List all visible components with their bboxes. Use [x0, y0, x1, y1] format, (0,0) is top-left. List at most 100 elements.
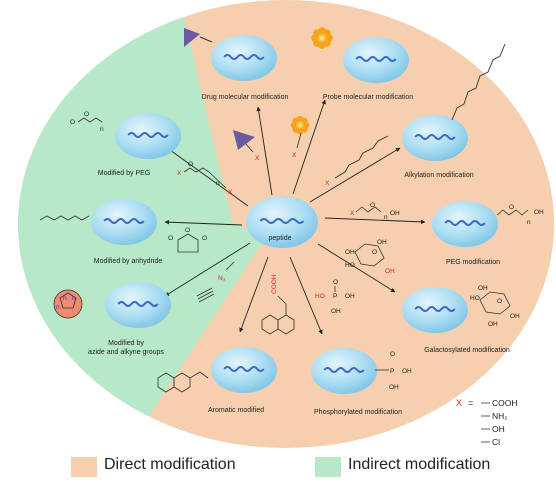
- peptide-wave: [223, 366, 265, 372]
- svg-text:OH: OH: [345, 249, 355, 256]
- peptide-wave: [259, 218, 305, 224]
- x-drug: X: [255, 155, 260, 162]
- probe-flower-icon: [311, 27, 333, 49]
- x-key-item: COOH: [492, 398, 518, 408]
- svg-text:O: O: [70, 119, 75, 126]
- peptide-wave: [355, 56, 397, 62]
- anhydride-label: Modified by anhydride: [94, 258, 163, 265]
- svg-text:O: O: [84, 111, 89, 118]
- phosphate-on-bubble: P O OH OH: [375, 351, 412, 391]
- naphthyl-acetic-acid: [261, 295, 295, 335]
- x-probe: X: [292, 152, 297, 159]
- peptide-wave: [323, 367, 365, 373]
- peg-indirect-label: Modified by PEG: [98, 170, 151, 177]
- anhydride-alkyl-chain: [39, 215, 90, 221]
- azide-label-2: azide and alkyne groups: [88, 349, 164, 356]
- svg-text:n: n: [384, 214, 388, 221]
- peptide-wave: [414, 306, 456, 312]
- azide-alkyne-reagents: N₃: [196, 261, 235, 303]
- svg-text:O: O: [202, 235, 207, 242]
- svg-text:N₃: N₃: [218, 275, 226, 282]
- peptide-wave: [117, 301, 159, 307]
- x-key-item: Cl: [492, 437, 500, 447]
- peptide-wave: [444, 220, 486, 226]
- svg-text:OH: OH: [510, 313, 520, 320]
- phosphate-reagent: HO P O OH OH: [315, 279, 355, 315]
- svg-text:X: X: [228, 189, 233, 196]
- triazole-group: n n n: [53, 289, 83, 319]
- svg-text:HO: HO: [470, 295, 480, 302]
- alkyl-chain-bubble: [451, 43, 506, 121]
- legend-indirect-swatch: [315, 457, 341, 477]
- svg-text:P: P: [333, 293, 337, 300]
- probe-label: Probe molecular modification: [323, 94, 413, 101]
- alkyl-chain-reagent: [334, 135, 389, 179]
- cooh-label: COOH: [271, 274, 278, 294]
- svg-text:OH: OH: [331, 308, 341, 315]
- svg-text:O: O: [372, 249, 377, 256]
- peptide-wave: [223, 54, 265, 60]
- x-key-symbol: X: [456, 398, 462, 408]
- svg-text:OH: OH: [390, 210, 400, 217]
- alkylation-label: Alkylation modification: [404, 172, 473, 179]
- peg-indirect-reagent: X O n X: [177, 161, 233, 196]
- svg-text:n: n: [527, 219, 531, 226]
- peptide-bubbles: [91, 35, 498, 394]
- phospho-label: Phosphorylated modification: [314, 409, 402, 416]
- svg-text:n: n: [72, 295, 76, 302]
- x-key: X = COOH NH₂ OH Cl: [456, 398, 518, 447]
- svg-text:O: O: [333, 279, 338, 286]
- svg-text:OH: OH: [377, 239, 387, 246]
- x-key-item: NH₂: [492, 411, 508, 421]
- svg-text:HO: HO: [345, 262, 355, 269]
- arrows: [162, 99, 426, 335]
- svg-text:OH: OH: [385, 268, 395, 275]
- svg-text:O: O: [370, 202, 375, 209]
- svg-text:OH: OH: [345, 293, 355, 300]
- svg-text:OH: OH: [389, 384, 399, 391]
- probe-flower-small-icon: [290, 115, 310, 135]
- svg-text:OH: OH: [488, 321, 498, 328]
- drug-label: Drug molecular modification: [202, 94, 289, 101]
- svg-text:n: n: [216, 180, 220, 187]
- drug-molecule-icon: [184, 28, 255, 153]
- peptide-wave: [103, 218, 145, 224]
- svg-text:HO: HO: [315, 293, 325, 300]
- legend-direct-swatch: [71, 457, 97, 477]
- svg-text:O: O: [168, 235, 173, 242]
- svg-text:n: n: [63, 295, 67, 302]
- succinic-anhydride: O O O: [168, 227, 207, 253]
- aromatic-label: Aromatic modified: [208, 407, 264, 414]
- x-key-item: OH: [492, 424, 505, 434]
- svg-text:n: n: [100, 126, 104, 133]
- svg-text:OH: OH: [402, 368, 412, 375]
- galacto-label: Galactosylated modification: [424, 347, 510, 354]
- legend-indirect-label: Indirect modification: [348, 456, 491, 473]
- x-alkyl: X: [325, 180, 330, 187]
- svg-text:O: O: [390, 351, 395, 358]
- svg-text:n: n: [56, 304, 60, 311]
- svg-text:OH: OH: [534, 209, 544, 216]
- svg-text:P: P: [390, 368, 394, 375]
- peptide-wave: [414, 134, 456, 140]
- svg-text:O: O: [188, 161, 193, 168]
- galactose-reagent: OH HO OH OH O: [345, 239, 395, 275]
- svg-text:X: X: [177, 170, 182, 177]
- svg-text:X: X: [350, 210, 355, 217]
- x-key-eq: =: [468, 398, 473, 408]
- svg-text:O: O: [509, 204, 514, 211]
- svg-text:O: O: [185, 227, 190, 234]
- peg-reagent: X O OH n: [350, 202, 400, 221]
- svg-text:OH: OH: [478, 285, 488, 292]
- center-label: peptide: [269, 235, 292, 242]
- naphthyl-on-bubble: [157, 371, 209, 393]
- peptide-wave: [127, 132, 169, 138]
- legend-direct-label: Direct modification: [104, 456, 236, 473]
- azide-label-1: Modified by: [108, 340, 144, 347]
- labels: Drug molecular modification Probe molecu…: [88, 94, 510, 416]
- galactose-on-bubble: HO OH O OH OH: [470, 285, 520, 328]
- peg-direct-label: PEG modification: [446, 259, 500, 266]
- svg-text:O: O: [497, 298, 502, 305]
- peg-on-bubble: O OH n: [496, 204, 544, 226]
